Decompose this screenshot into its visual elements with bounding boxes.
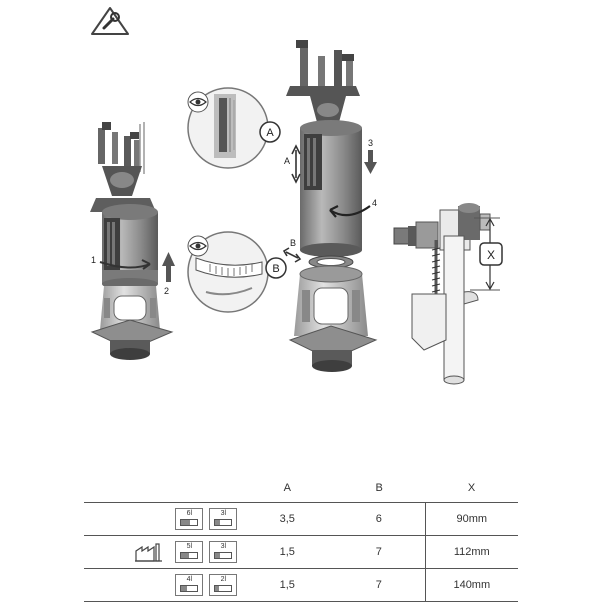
- callout-a-magnifier: [187, 87, 269, 169]
- flush-level-fill: [181, 586, 187, 591]
- full-flush-icon: 4l: [175, 574, 204, 596]
- flush-level-fill: [181, 553, 189, 558]
- cell-x: 140mm: [424, 568, 518, 602]
- cell-a: 3,5: [241, 502, 334, 536]
- x-dimension: [470, 217, 503, 291]
- callout-b-label: B: [272, 263, 279, 275]
- step-number-3: 3: [368, 138, 373, 148]
- full-flush-label: 5l: [186, 543, 193, 550]
- header-a: A: [283, 482, 291, 494]
- callout-a-badge: [259, 121, 281, 143]
- step-number-1: 1: [91, 255, 96, 265]
- half-flush-label: 3l: [220, 510, 227, 517]
- cell-b: 6: [333, 502, 426, 536]
- wrench-icon: [91, 7, 129, 35]
- full-flush-label: 4l: [186, 576, 193, 583]
- cell-a: 1,5: [241, 535, 334, 569]
- cell-a: 1,5: [241, 568, 334, 602]
- arrow-label-b: B: [290, 238, 296, 248]
- step-number-2: 2: [164, 286, 169, 296]
- eye-icon: [187, 235, 209, 257]
- header-b: B: [375, 482, 383, 494]
- adjust-a-arrow: [291, 144, 301, 184]
- flush-level-bar: [180, 519, 199, 526]
- fill-valve-assembly: [393, 203, 491, 385]
- push-arrow-3: [364, 150, 377, 174]
- left-valve-assembly: [90, 122, 174, 360]
- flush-valve-diagram: 1 2 A B: [90, 7, 503, 385]
- factory-icon: [135, 543, 163, 562]
- flush-level-bar: [214, 552, 233, 559]
- cell-b: 7: [333, 568, 426, 602]
- flush-level-bar: [214, 585, 233, 592]
- volume-icons: 5l 3l: [84, 535, 242, 569]
- arrow-label-a: A: [284, 156, 290, 166]
- x-dimension-label: X: [487, 248, 495, 262]
- full-flush-label: 6l: [186, 510, 193, 517]
- cell-x: 112mm: [424, 535, 518, 569]
- full-flush-icon: 6l: [175, 508, 204, 530]
- half-flush-label: 2l: [220, 576, 227, 583]
- half-flush-icon: 3l: [209, 541, 238, 563]
- step-number-4: 4: [372, 198, 377, 208]
- flush-level-fill: [215, 520, 221, 525]
- half-flush-icon: 2l: [209, 574, 238, 596]
- cell-b: 7: [333, 535, 426, 569]
- half-flush-label: 3l: [220, 543, 227, 550]
- flush-level-bar: [180, 585, 199, 592]
- volume-icons: 6l 3l: [84, 502, 242, 536]
- flush-level-bar: [180, 552, 199, 559]
- center-valve-assembly: [286, 40, 378, 372]
- table-header-row: A B X: [84, 474, 518, 503]
- cell-x: 90mm: [424, 502, 518, 536]
- callout-b-badge: [265, 257, 287, 279]
- half-flush-icon: 3l: [209, 508, 238, 530]
- flush-level-fill: [181, 520, 191, 525]
- flush-level-fill: [215, 553, 221, 558]
- header-x: X: [467, 482, 476, 494]
- eye-icon: [187, 91, 209, 113]
- callout-b-magnifier: [187, 231, 269, 313]
- flush-level-fill: [215, 586, 219, 591]
- flush-level-bar: [214, 519, 233, 526]
- volume-icons: 4l 2l: [84, 568, 242, 602]
- header-volume: [84, 474, 241, 503]
- lift-arrow-2: [162, 252, 175, 282]
- adjust-b-arrow: [282, 247, 302, 263]
- callout-a-label: A: [266, 127, 274, 139]
- full-flush-icon: 5l: [175, 541, 204, 563]
